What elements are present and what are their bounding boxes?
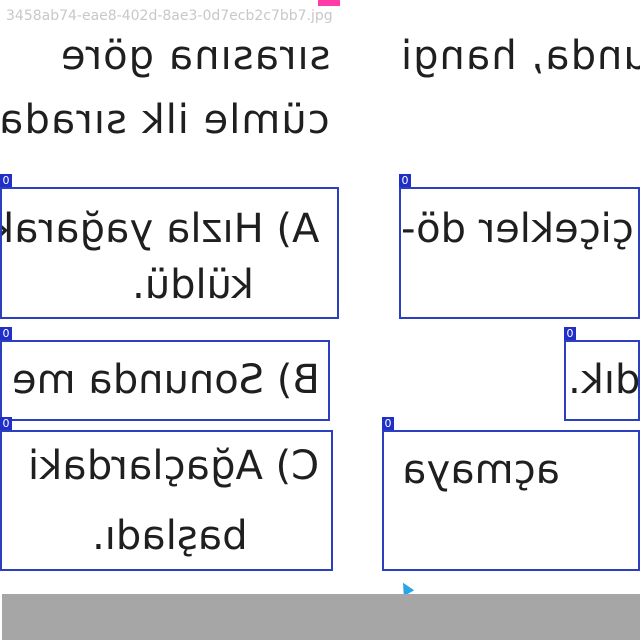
header-left-line1: sırasına göre xyxy=(59,36,330,79)
header-right-line1: unda, hangi xyxy=(400,36,640,79)
right-box-2-line1: dık. xyxy=(568,357,640,403)
filename-label: 3458ab74-eae8-402d-8ae3-0d7ecb2c7bb7.jpg xyxy=(6,8,333,24)
option-c-line2: başladı. xyxy=(92,513,248,559)
box-badge: 0 xyxy=(399,174,411,188)
header-left-line2-container: cümle ilk sırada xyxy=(0,100,330,148)
box-badge: 0 xyxy=(0,417,12,431)
option-a-line1: A) Hızla yağarak xyxy=(0,206,319,252)
bottom-bar xyxy=(2,594,640,640)
box-badge: 0 xyxy=(564,327,576,341)
box-badge: 0 xyxy=(0,174,12,188)
right-box-3[interactable]: açmaya xyxy=(382,430,640,571)
option-c-box[interactable]: C) Ağaçlardaki başladı. xyxy=(0,430,333,571)
option-c-line1: C) Ağaçlardaki xyxy=(27,443,319,489)
right-box-3-line1: açmaya xyxy=(402,447,561,493)
option-b-box[interactable]: B) Sonunda me xyxy=(0,340,330,421)
header-right-line1-container: unda, hangi xyxy=(400,36,640,84)
option-a-box[interactable]: A) Hızla yağarak küldü. xyxy=(0,187,339,319)
box-badge: 0 xyxy=(0,327,12,341)
header-left-line2: cümle ilk sırada xyxy=(0,100,330,143)
option-a-line2: küldü. xyxy=(132,262,254,308)
right-box-1[interactable]: çiçekler dö- xyxy=(399,187,640,319)
pink-marker xyxy=(318,0,340,6)
option-b-line1: B) Sonunda me xyxy=(12,357,320,403)
right-box-1-line1: çiçekler dö- xyxy=(401,206,634,252)
right-box-2[interactable]: dık. xyxy=(564,340,640,421)
header-left-line1-container: sırasına göre xyxy=(0,36,330,84)
box-badge: 0 xyxy=(382,417,394,431)
